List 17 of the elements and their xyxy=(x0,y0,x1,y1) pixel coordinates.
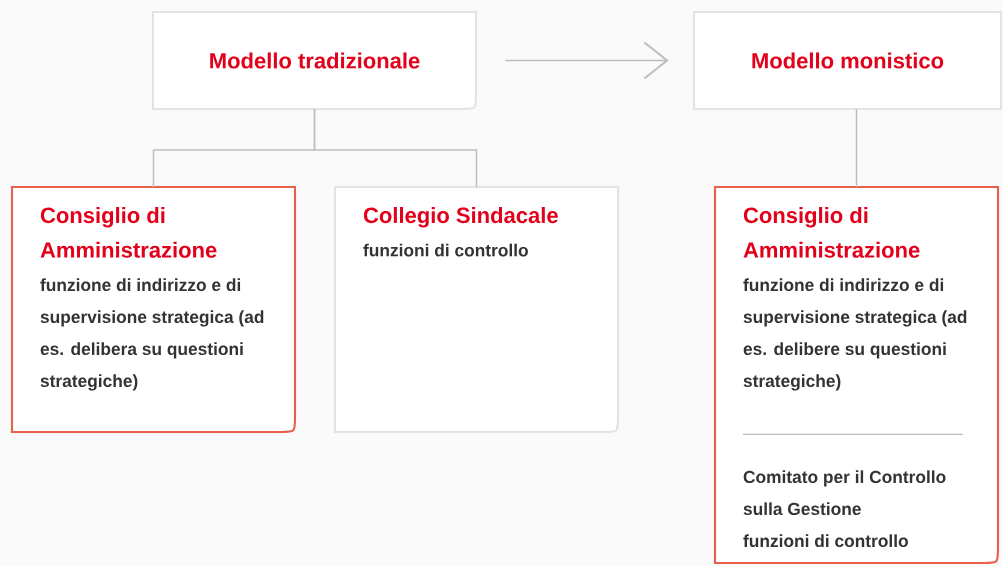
process-box xyxy=(713,185,1000,565)
description-text: funzioni di controllo xyxy=(363,243,528,257)
description-text: funzione di indirizzo e di supervisione strategica (ad es. delibere su questioni strategiche) xyxy=(743,278,967,391)
box-title: Modello monistico xyxy=(752,52,944,69)
process-box xyxy=(10,185,297,434)
box-title: Collegio Sindacale xyxy=(363,207,558,228)
description-text: funzione di indirizzo e di supervisione strategica (ad es. delibera su questioni strategiche) xyxy=(40,278,264,391)
box-title: Modello tradizionale xyxy=(210,52,420,69)
connector-line xyxy=(313,108,478,188)
process-box xyxy=(692,10,1003,111)
connector-line xyxy=(855,108,858,188)
description-text: funzioni di controllo xyxy=(743,534,908,548)
process-box xyxy=(333,185,620,434)
process-box xyxy=(151,10,478,111)
box-title: Consiglio di Amministrazione xyxy=(40,207,217,258)
connector-line xyxy=(504,41,669,80)
box-title: Consiglio di Amministrazione xyxy=(743,207,920,258)
